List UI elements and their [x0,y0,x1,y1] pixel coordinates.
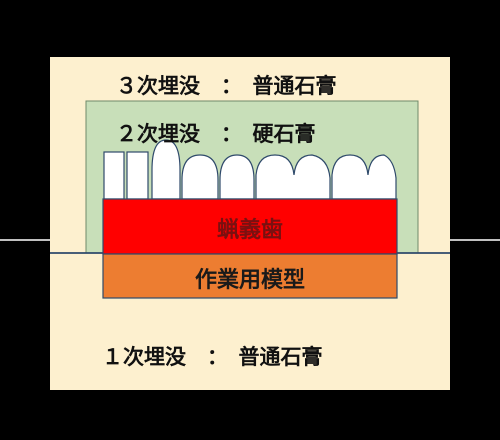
tooth-premolar-1 [181,154,219,200]
tooth-premolar-2 [219,154,255,200]
stone1-label: １次埋没 ： 普通石膏 [102,345,323,369]
artificial-teeth [103,139,397,200]
tooth-molar-1 [255,154,331,200]
tooth-molar-2 [331,154,397,200]
working-model [102,253,398,299]
working-model-label: 作業用模型 [194,268,305,293]
stone3-label: ３次埋没 ： 普通石膏 [116,74,337,98]
tooth-canine [151,139,181,200]
wax-denture-label: 蝋義歯 [216,218,283,243]
tooth-incisor-2 [126,151,149,200]
tooth-incisor-1 [103,151,125,200]
wax-denture [102,198,398,255]
stone2-label: ２次埋没 ： 硬石膏 [116,122,316,146]
